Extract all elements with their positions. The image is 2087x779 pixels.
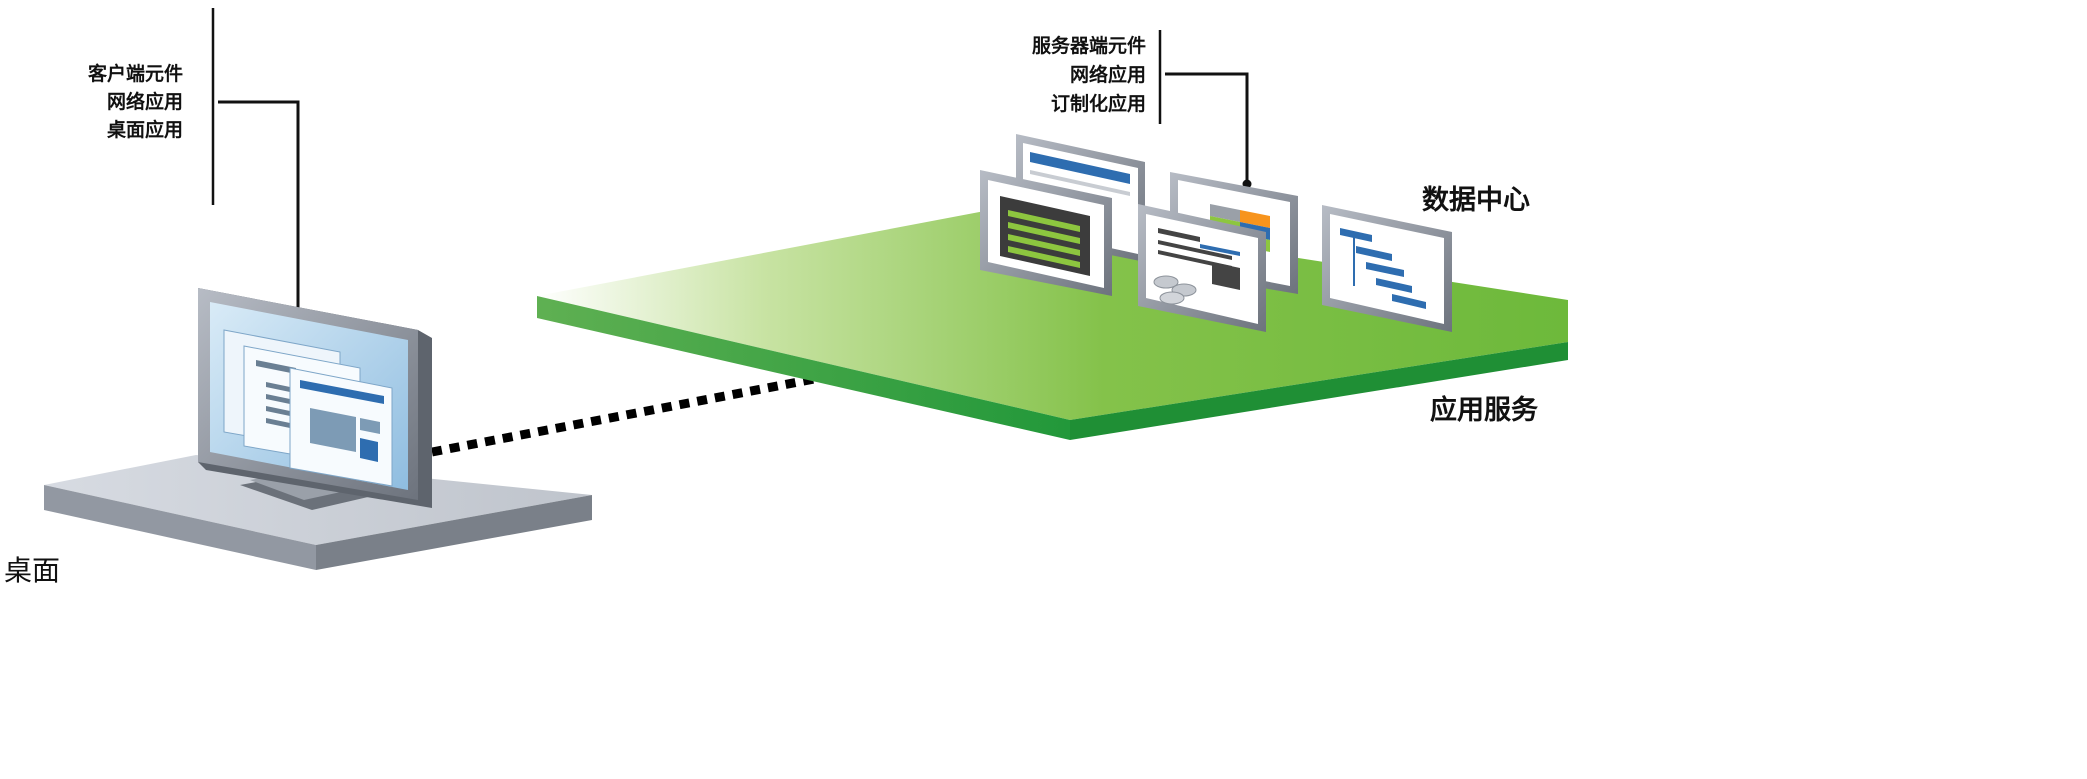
client-line-1: 客户端元件 bbox=[88, 62, 183, 85]
architecture-diagram: 客户端元件 网络应用 桌面应用 服务器端元件 网络应用 订制化应用 bbox=[4, 8, 1568, 585]
server-line-3: 订制化应用 bbox=[1051, 92, 1146, 115]
server-line-1: 服务器端元件 bbox=[1032, 34, 1146, 57]
client-callout bbox=[211, 8, 303, 325]
server-screen-database bbox=[1138, 204, 1266, 332]
server-components-label: 服务器端元件 网络应用 订制化应用 bbox=[1032, 34, 1146, 115]
network-link bbox=[431, 371, 831, 457]
client-line-2: 网络应用 bbox=[107, 90, 183, 113]
desktop-workstation bbox=[44, 288, 592, 570]
client-components-label: 客户端元件 网络应用 桌面应用 bbox=[88, 62, 183, 141]
app-server-platform bbox=[537, 210, 1568, 440]
database-report-icon bbox=[1153, 228, 1240, 305]
server-screen-gantt bbox=[1322, 205, 1452, 332]
appserver-label: 应用服务 bbox=[1430, 394, 1538, 426]
gantt-window-icon bbox=[1340, 228, 1426, 309]
form-window-icon bbox=[1008, 210, 1080, 268]
desktop-label: 桌面 bbox=[4, 554, 60, 585]
desktop-monitor-icon bbox=[198, 288, 432, 508]
client-line-3: 桌面应用 bbox=[107, 118, 183, 141]
server-callout bbox=[1158, 30, 1252, 189]
datacenter-label: 数据中心 bbox=[1422, 185, 1530, 216]
server-screen-form bbox=[980, 170, 1112, 296]
server-line-2: 网络应用 bbox=[1070, 63, 1146, 86]
